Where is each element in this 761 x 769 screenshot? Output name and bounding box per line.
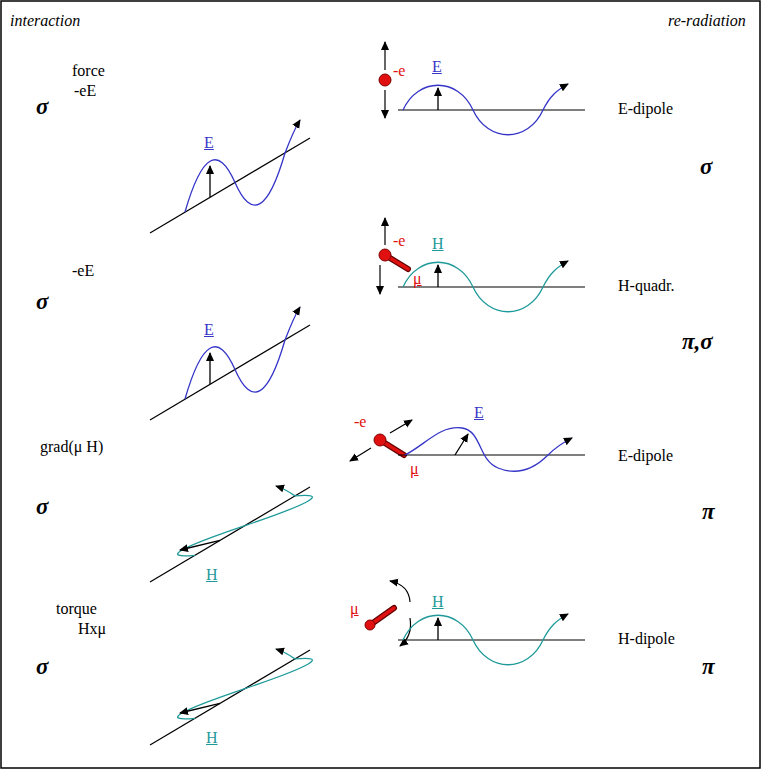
- wave-axis: [150, 650, 310, 745]
- h-wave: [178, 486, 313, 556]
- e-wave: [185, 307, 300, 399]
- polarization-symbol: π: [702, 500, 715, 524]
- moment-label: μ: [410, 460, 419, 478]
- radiation-type: H-quadr.: [618, 277, 674, 295]
- wave-axis: [150, 138, 310, 233]
- moment-base: [365, 620, 375, 630]
- field-arrow: [180, 540, 220, 550]
- charge-label: -e: [354, 413, 366, 431]
- electron-dot: [379, 74, 391, 86]
- field-arrow: [209, 353, 210, 384]
- field-arrow: [455, 434, 468, 455]
- interaction-label: -eE: [72, 262, 94, 280]
- h-wave: [403, 261, 568, 312]
- wave-axis: [150, 487, 310, 582]
- header-text: re-radiation: [668, 12, 746, 30]
- polarization-symbol: σ: [36, 495, 48, 519]
- motion-arrow: [384, 218, 385, 245]
- field-label: H: [206, 566, 218, 584]
- field-label: E: [432, 58, 442, 76]
- torque-arrow: [390, 581, 410, 602]
- motion-arrow: [379, 265, 380, 294]
- field-arrow: [437, 265, 438, 287]
- polarization-symbol: π: [702, 655, 715, 679]
- field-label: E: [204, 134, 214, 152]
- charge-label: -e: [393, 232, 405, 250]
- wave-axis: [398, 109, 585, 110]
- polarization-symbol: π,σ: [682, 330, 713, 354]
- polarization-symbol: σ: [36, 655, 48, 679]
- motion-arrow: [384, 90, 385, 118]
- moment-label: μ: [350, 600, 359, 618]
- polarization-symbol: σ: [36, 290, 48, 314]
- field-arrow: [437, 618, 438, 640]
- field-arrow: [437, 88, 438, 110]
- interaction-label: force: [72, 62, 105, 80]
- h-wave: [403, 614, 568, 665]
- field-label: H: [206, 729, 218, 747]
- interaction-label: Hxμ: [78, 620, 106, 638]
- radiation-type: E-dipole: [618, 100, 673, 118]
- field-label: H: [432, 235, 444, 253]
- field-arrow: [180, 703, 220, 713]
- e-wave: [403, 84, 568, 135]
- interaction-label: grad(μ H): [40, 438, 103, 456]
- e-wave: [185, 120, 300, 212]
- electron-dot: [374, 434, 386, 446]
- wave-axis: [398, 286, 585, 287]
- h-wave: [178, 649, 313, 719]
- motion-arrow: [350, 448, 371, 461]
- moment-label: μ: [413, 270, 422, 288]
- wave-axis: [150, 325, 310, 420]
- polarization-symbol: σ: [36, 95, 48, 119]
- field-arrow: [209, 166, 210, 197]
- field-label: H: [432, 593, 444, 611]
- polarization-symbol: σ: [700, 155, 712, 179]
- radiation-type: E-dipole: [618, 447, 673, 465]
- interaction-label: torque: [56, 600, 97, 618]
- radiation-type: H-dipole: [618, 630, 675, 648]
- wave-axis: [398, 454, 585, 455]
- interaction-label: -eE: [74, 82, 96, 100]
- torque-arrow: [400, 618, 411, 646]
- field-label: E: [474, 404, 484, 422]
- charge-label: -e: [393, 62, 405, 80]
- field-label: E: [204, 321, 214, 339]
- header-text: interaction: [10, 12, 80, 30]
- motion-arrow: [390, 420, 412, 433]
- motion-arrow: [384, 42, 385, 70]
- e-wave: [405, 428, 572, 472]
- wave-axis: [398, 639, 585, 640]
- electron-dot: [379, 249, 391, 261]
